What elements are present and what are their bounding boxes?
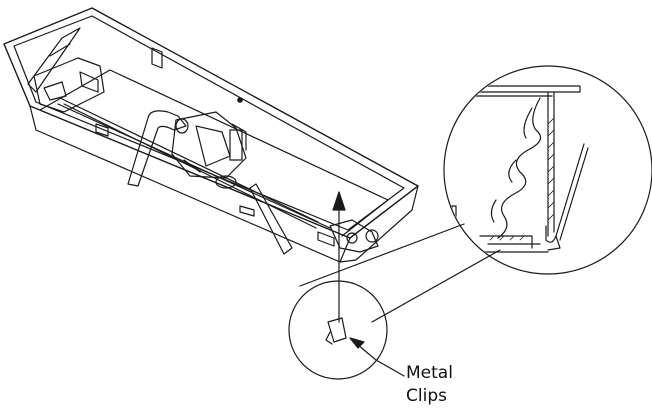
clip-detail-small xyxy=(288,280,405,380)
panel-hatch xyxy=(489,235,525,241)
control-cluster xyxy=(171,111,247,179)
control-box xyxy=(229,129,243,161)
housing-side-wall xyxy=(29,105,351,263)
metal-clip-small xyxy=(325,317,347,345)
pipe-fitting xyxy=(215,175,237,189)
fan-motor-block xyxy=(33,57,105,113)
magnified-detail-circle xyxy=(443,65,652,275)
housing-floor xyxy=(39,69,389,237)
callout-leader-arrow xyxy=(349,337,365,349)
housing-floor-line xyxy=(57,103,331,229)
small-detail-circle xyxy=(288,280,388,380)
callout-line-2: Clips xyxy=(406,386,447,406)
magnify-connector-lower xyxy=(371,249,501,323)
mounting-tab xyxy=(317,231,335,247)
wall-hatching xyxy=(547,117,555,221)
magnify-connector-upper xyxy=(299,223,465,287)
screw-hole xyxy=(237,97,243,103)
callout-line-1: Metal xyxy=(406,363,453,383)
fan-motor-detail xyxy=(43,71,99,101)
mounting-tab xyxy=(95,123,109,137)
fitting-nut xyxy=(346,232,358,244)
housing-wall-section xyxy=(547,91,555,237)
drain-pipe-lower xyxy=(249,183,293,255)
housing-front-wall xyxy=(339,185,419,263)
clip-hook xyxy=(547,235,561,251)
coil-rail xyxy=(59,97,319,229)
housing-rail-section xyxy=(445,85,581,93)
clip-detail-magnified xyxy=(443,65,652,275)
break-line-inner xyxy=(490,107,533,223)
metal-clip-magnified xyxy=(545,143,589,243)
right-end-assembly xyxy=(329,219,379,253)
pipe-end xyxy=(175,118,189,134)
air-conditioner-unit xyxy=(3,7,419,323)
fitting-nut xyxy=(365,229,379,243)
drain-pipe xyxy=(127,110,187,187)
metal-clips-label: Metal Clips xyxy=(406,362,453,408)
break-line xyxy=(497,97,542,239)
mounting-tab xyxy=(239,205,255,217)
housing-flange xyxy=(3,7,419,239)
corner-bracket xyxy=(27,27,81,93)
mounting-tab xyxy=(151,47,163,69)
install-arrow-head xyxy=(332,191,346,211)
